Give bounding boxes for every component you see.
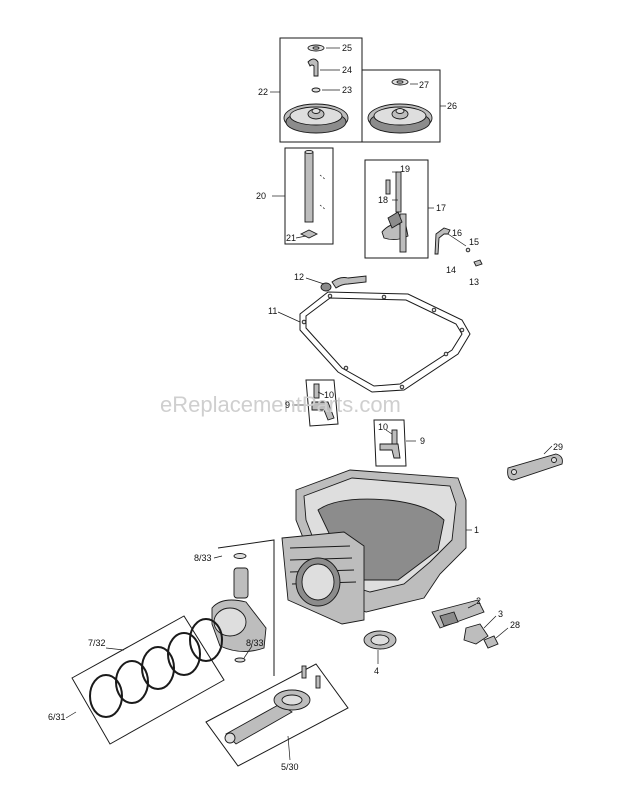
label-13: 13 — [469, 277, 479, 287]
label-19: 19 — [400, 164, 410, 174]
label-29: 29 — [553, 442, 563, 452]
piston-rings — [71, 615, 225, 745]
shaft-group — [284, 147, 334, 245]
part-labels: 25 24 23 22 27 26 20 21 19 18 17 16 15 1… — [48, 43, 563, 772]
bracket-upper — [305, 379, 339, 427]
label-4: 4 — [374, 666, 379, 676]
label-1: 1 — [474, 525, 479, 535]
label-26: 26 — [447, 101, 457, 111]
bracket-lower — [373, 419, 407, 467]
label-16: 16 — [452, 228, 462, 238]
label-20: 20 — [256, 191, 266, 201]
breather-tube — [320, 275, 367, 292]
label-3: 3 — [498, 609, 503, 619]
label-8-33a: 8/33 — [194, 553, 212, 563]
label-25: 25 — [342, 43, 352, 53]
label-15: 15 — [469, 237, 479, 247]
governor-gear-group — [361, 69, 441, 143]
shaft-and-plugs — [431, 599, 499, 649]
label-5-30: 5/30 — [281, 762, 299, 772]
label-23: 23 — [342, 85, 352, 95]
label-2: 2 — [476, 596, 481, 606]
label-6-31: 6/31 — [48, 712, 66, 722]
label-7-32: 7/32 — [88, 638, 106, 648]
label-8-33b: 8/33 — [246, 638, 264, 648]
cam-gear-group — [279, 37, 363, 143]
label-22: 22 — [258, 87, 268, 97]
label-11: 11 — [268, 306, 277, 316]
gasket — [299, 291, 471, 393]
label-9b: 9 — [420, 436, 425, 446]
label-18: 18 — [378, 195, 388, 205]
label-9a: 9 — [285, 400, 290, 410]
crank-rod — [507, 453, 563, 481]
label-17: 17 — [436, 203, 446, 213]
oil-seal — [363, 630, 397, 650]
label-28: 28 — [510, 620, 520, 630]
label-24: 24 — [342, 65, 352, 75]
label-12: 12 — [294, 272, 304, 282]
label-27: 27 — [419, 80, 429, 90]
crankcase — [281, 469, 467, 625]
watermark-text: eReplacementParts.com — [160, 392, 401, 417]
linkage-parts — [434, 227, 483, 267]
label-10a: 10 — [324, 390, 334, 400]
label-14: 14 — [446, 265, 456, 275]
label-21: 21 — [286, 233, 296, 243]
label-10b: 10 — [378, 422, 388, 432]
leader-lines — [65, 47, 553, 761]
governor-group — [364, 159, 429, 259]
piston-group — [211, 539, 275, 676]
connecting-rod — [205, 663, 349, 767]
